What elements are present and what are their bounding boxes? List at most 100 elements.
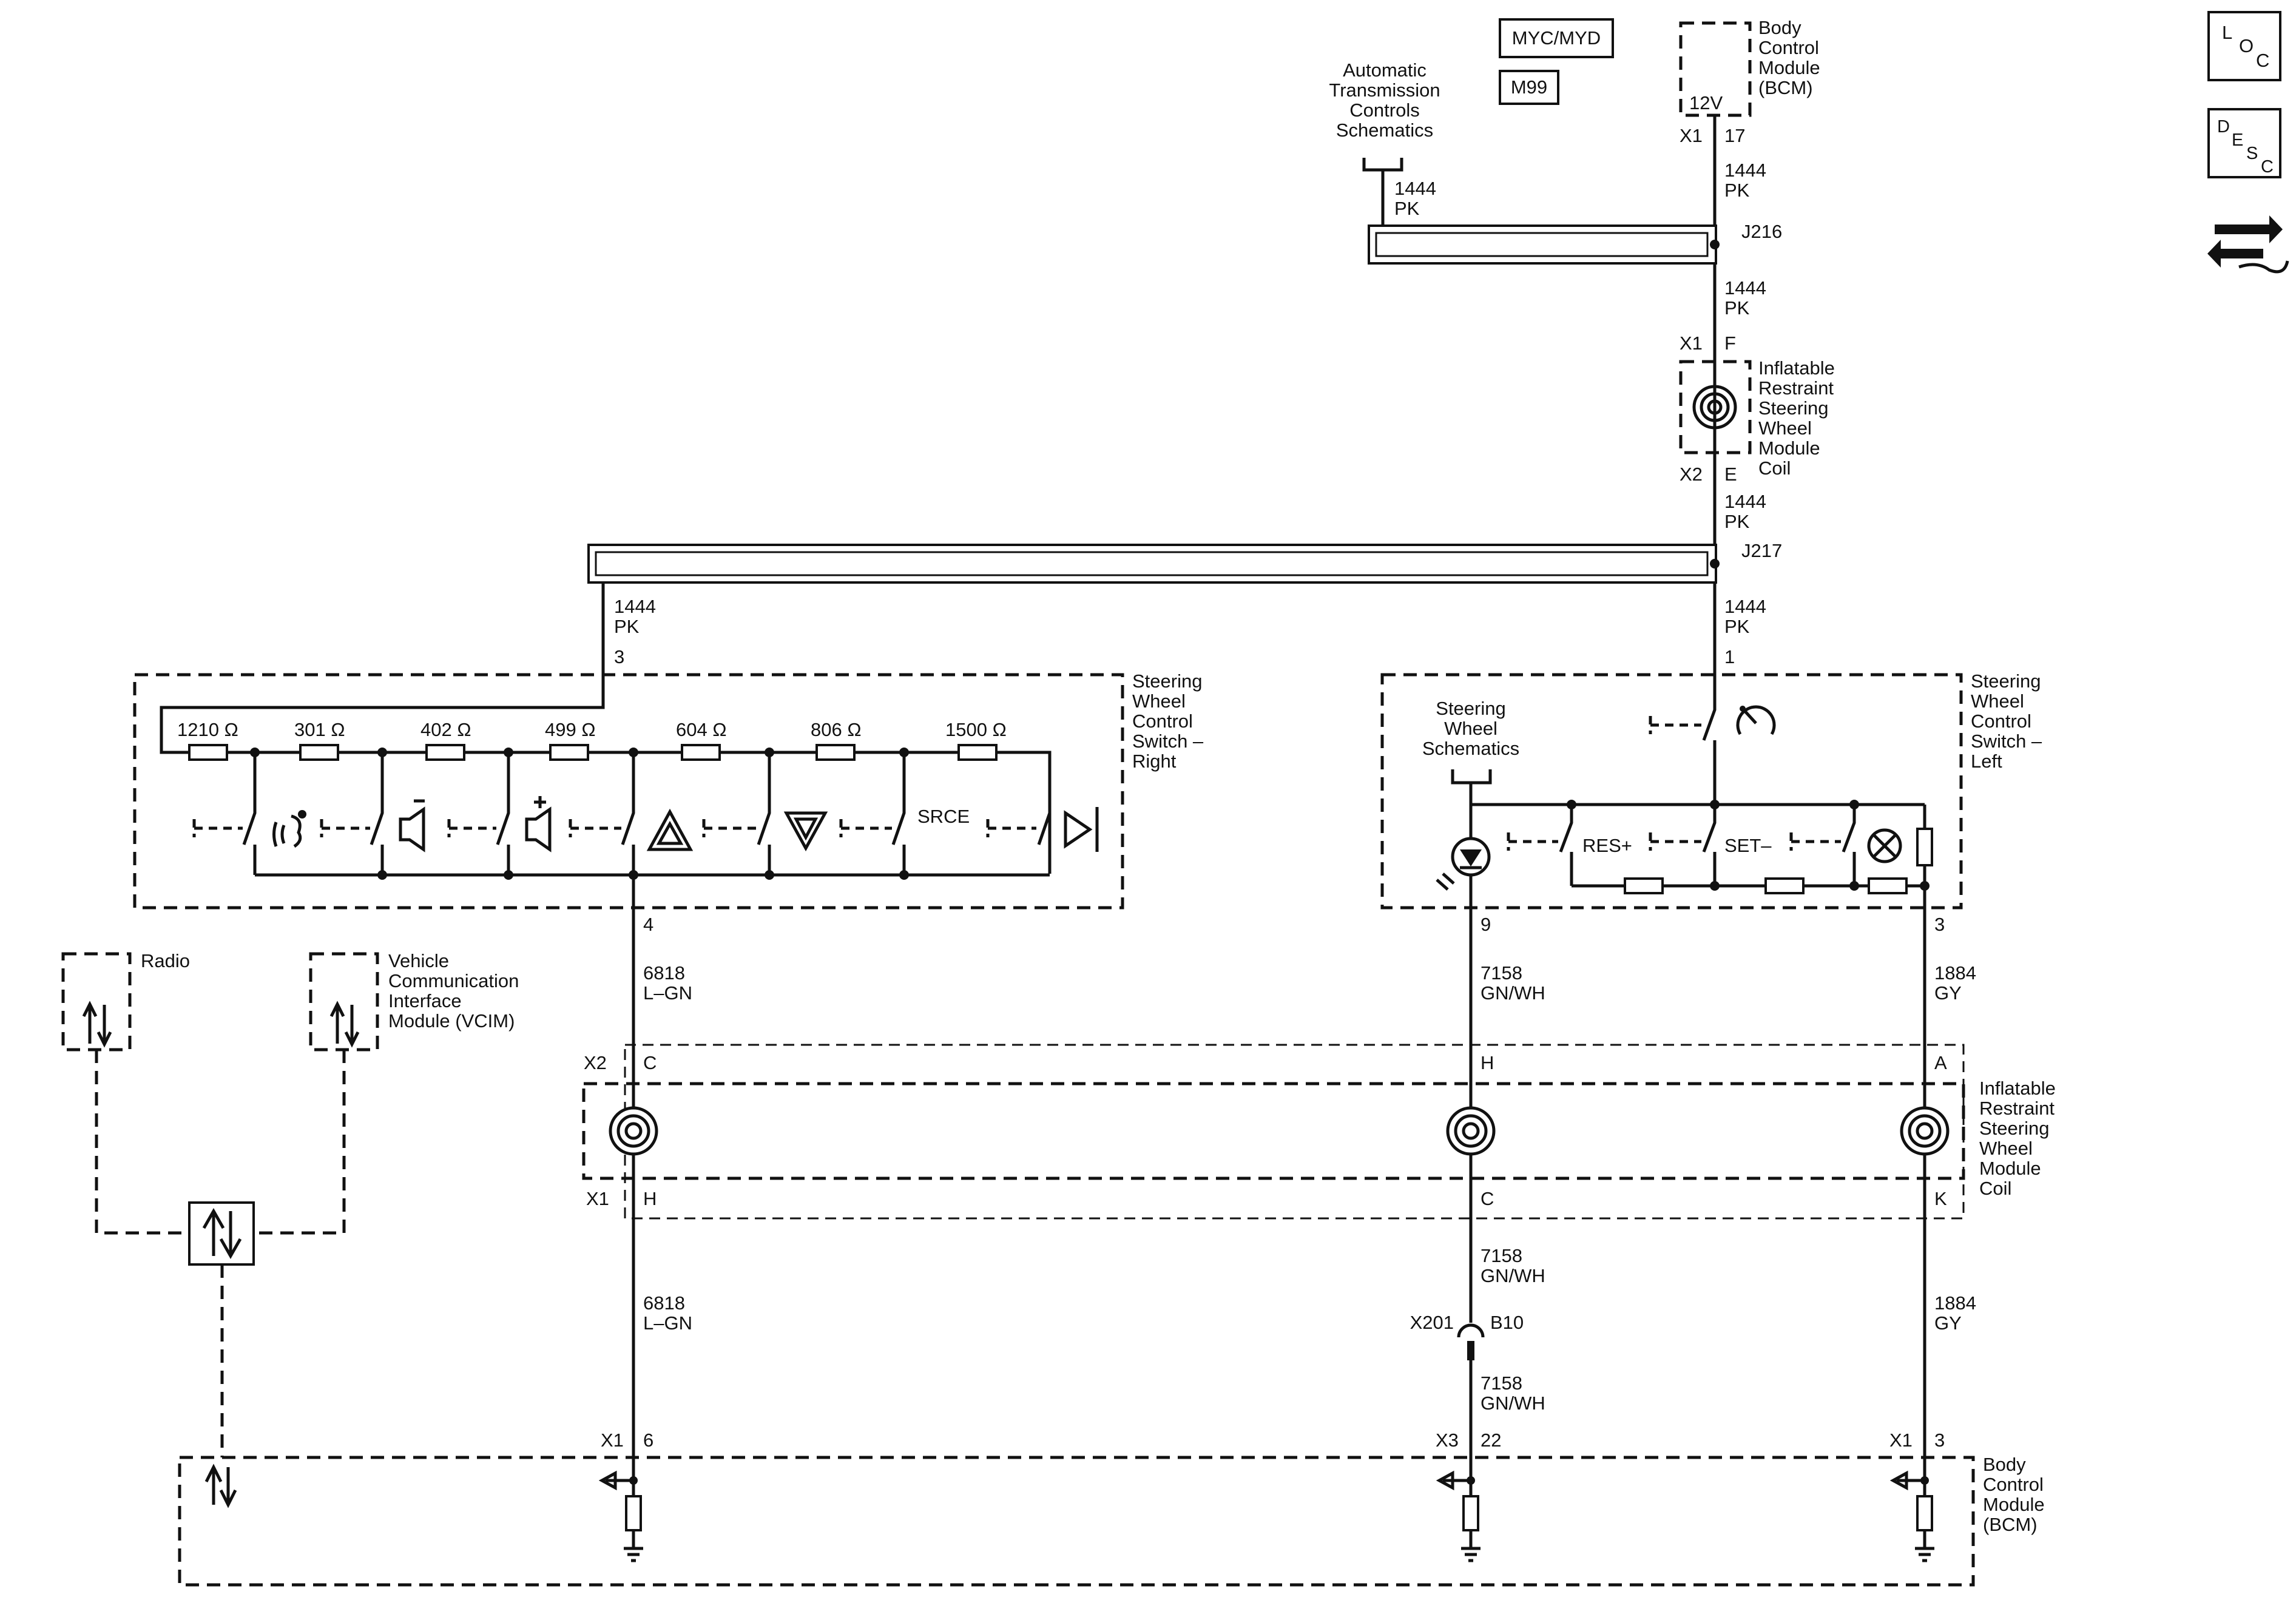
svg-text:Module (VCIM): Module (VCIM)	[388, 1010, 515, 1031]
svg-text:Module: Module	[1758, 57, 1820, 78]
pk-label-2c: PK	[1724, 297, 1750, 319]
badge-myc-myd-text: MYC/MYD	[1512, 27, 1601, 49]
bcm-top-pin: 17	[1724, 125, 1745, 146]
cancel-resistor	[1868, 877, 1908, 894]
srce-label: SRCE	[917, 806, 970, 827]
res-plus-label: RES+	[1582, 835, 1632, 856]
vcim-label: Vehicle Communication Interface Module (…	[388, 950, 519, 1031]
coil-bottom-h-top: H	[1481, 1052, 1494, 1073]
pk-label-4c: PK	[614, 616, 640, 637]
lgn-label-1: 6818	[643, 962, 685, 984]
sw-right-resistors	[188, 744, 998, 761]
svg-text:O: O	[2239, 35, 2254, 56]
svg-text:Coil: Coil	[1979, 1178, 2011, 1199]
gnwh-label-2: 7158	[1481, 1245, 1522, 1266]
loc-icon[interactable]: L O C	[2207, 11, 2281, 81]
svg-text:Body: Body	[1758, 17, 1801, 38]
led-icon	[1436, 837, 1491, 891]
badge-m99	[1499, 70, 1559, 105]
vcim-box	[309, 952, 379, 1052]
svg-text:Steering: Steering	[1971, 670, 2041, 692]
desc-icon[interactable]: D E S C	[2207, 108, 2281, 178]
res-301: 301 Ω	[294, 719, 345, 740]
sws-connector	[1451, 769, 1492, 785]
gy-label-2: 1884	[1934, 1292, 1976, 1314]
svg-text:Wheel: Wheel	[1979, 1138, 2033, 1159]
res-plus-resistor	[1624, 877, 1664, 894]
gnwh-label-3: 7158	[1481, 1372, 1522, 1394]
gnwh-label-3c: GN/WH	[1481, 1393, 1545, 1414]
res-604: 604 Ω	[676, 719, 727, 740]
bcm-bottom-pin-3: 3	[1934, 1430, 1945, 1451]
mute-icon	[1064, 807, 1099, 852]
svg-text:Control: Control	[1971, 711, 2031, 732]
svg-text:Interface: Interface	[388, 990, 462, 1011]
svg-text:Steering: Steering	[1979, 1118, 2049, 1139]
svg-text:Right: Right	[1132, 751, 1177, 772]
connector-tool-icon[interactable]	[2207, 215, 2289, 274]
svg-text:L: L	[2222, 22, 2232, 43]
gnwh-label-1c: GN/WH	[1481, 982, 1545, 1004]
radio-box	[61, 952, 132, 1052]
svg-text:(BCM): (BCM)	[1983, 1514, 2038, 1535]
svg-text:Schematics: Schematics	[1336, 120, 1433, 141]
cruise-actuator	[1649, 716, 1701, 734]
cancel-icon	[1867, 828, 1902, 863]
splice-j217-node	[1710, 559, 1720, 569]
coil-bottom-a: A	[1934, 1052, 1947, 1073]
svg-text:Left: Left	[1971, 751, 2002, 772]
bcm-bottom-box	[178, 1456, 1975, 1587]
splice-j217-inner	[595, 551, 1709, 576]
x201-pin: B10	[1490, 1312, 1524, 1333]
coil-bottom-c: C	[643, 1052, 657, 1073]
coil-bottom-box	[582, 1082, 1965, 1180]
radio-bus-line	[95, 1050, 189, 1235]
sw-right-box	[133, 673, 1124, 910]
right-vertical-resistor	[1916, 828, 1933, 866]
svg-text:Vehicle: Vehicle	[388, 950, 449, 971]
next-down-icon	[783, 811, 828, 852]
sw-right-pin-4: 4	[643, 914, 653, 935]
res-1500: 1500 Ω	[945, 719, 1007, 740]
svg-text:(BCM): (BCM)	[1758, 77, 1813, 98]
coil-bottom-x1: X1	[586, 1188, 609, 1209]
voice-icon	[272, 810, 306, 848]
sw-right-label: Steering Wheel Control Switch – Right	[1132, 670, 1204, 772]
coil-bottom-c-bot: C	[1481, 1188, 1494, 1209]
gnwh-label-1: 7158	[1481, 962, 1522, 984]
bcm-top-conn: X1	[1680, 125, 1703, 146]
coil-bottom-h-bot: H	[643, 1188, 657, 1209]
sw-left-pin-3: 3	[1934, 914, 1945, 935]
bcm-bottom-pin-6: 6	[643, 1430, 653, 1451]
res-499: 499 Ω	[545, 719, 596, 740]
coil-bottom-spiral-2	[1446, 1106, 1496, 1156]
atc-wire-num: 1444	[1394, 178, 1436, 199]
res-402: 402 Ω	[420, 719, 471, 740]
set-minus-actuator	[1649, 832, 1701, 851]
bcm-bottom-x3: X3	[1436, 1430, 1459, 1451]
svg-text:Module: Module	[1979, 1158, 2041, 1179]
svg-text:C: C	[2256, 50, 2269, 71]
cancel-switch	[1842, 805, 1856, 886]
pk-label-5c: PK	[1724, 616, 1750, 637]
sw-left-label: Steering Wheel Control Switch – Left	[1971, 670, 2042, 772]
svg-text:Module: Module	[1983, 1494, 2045, 1515]
res-plus-switch	[1559, 805, 1573, 886]
lgn-label-2c: L–GN	[643, 1312, 692, 1334]
set-minus-label: SET–	[1724, 835, 1772, 856]
vcim-data-icon	[329, 1001, 360, 1048]
coil-bottom-x2: X2	[584, 1052, 607, 1073]
svg-text:E: E	[2232, 130, 2243, 150]
gy-label-2c: GY	[1934, 1312, 1962, 1334]
bcm-input-2	[1436, 1462, 1481, 1562]
svg-text:Coil: Coil	[1758, 457, 1791, 479]
x201-connector	[1457, 1323, 1485, 1360]
svg-text:Switch –: Switch –	[1971, 731, 2042, 752]
bcm-top-label: Body Control Module (BCM)	[1758, 17, 1820, 98]
set-minus-resistor	[1764, 877, 1805, 894]
svg-text:Restraint: Restraint	[1979, 1098, 2055, 1119]
set-minus-switch	[1702, 805, 1717, 886]
coil-top-box	[1679, 360, 1752, 454]
pk-label-3: 1444	[1724, 491, 1766, 512]
lgn-label-2: 6818	[643, 1292, 685, 1314]
